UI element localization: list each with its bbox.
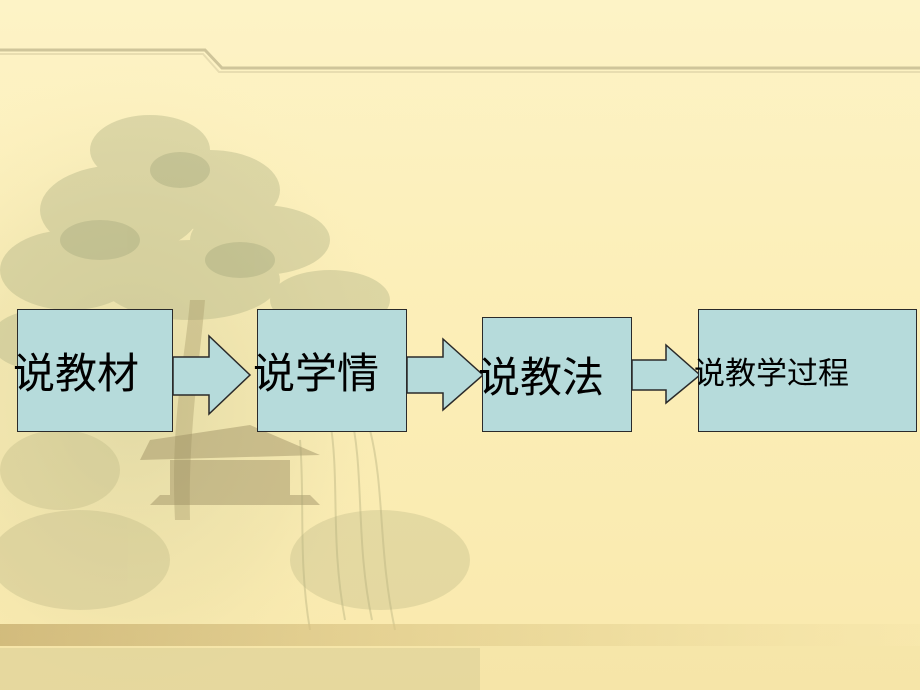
node-shuo-jiaocai: 说教材 [13, 309, 173, 432]
node-label: 说教法 [478, 353, 605, 402]
node-shuo-jiaofa: 说教法 [478, 317, 632, 432]
node-label: 说教材 [13, 349, 140, 398]
node-shuo-xueqing: 说学情 [253, 309, 407, 432]
pavilion-silhouette [140, 425, 320, 505]
node-shuo-jiaoxue-guocheng: 说教学过程 [694, 309, 917, 432]
node-label: 说学情 [253, 349, 380, 398]
node-label: 说教学过程 [694, 356, 849, 392]
